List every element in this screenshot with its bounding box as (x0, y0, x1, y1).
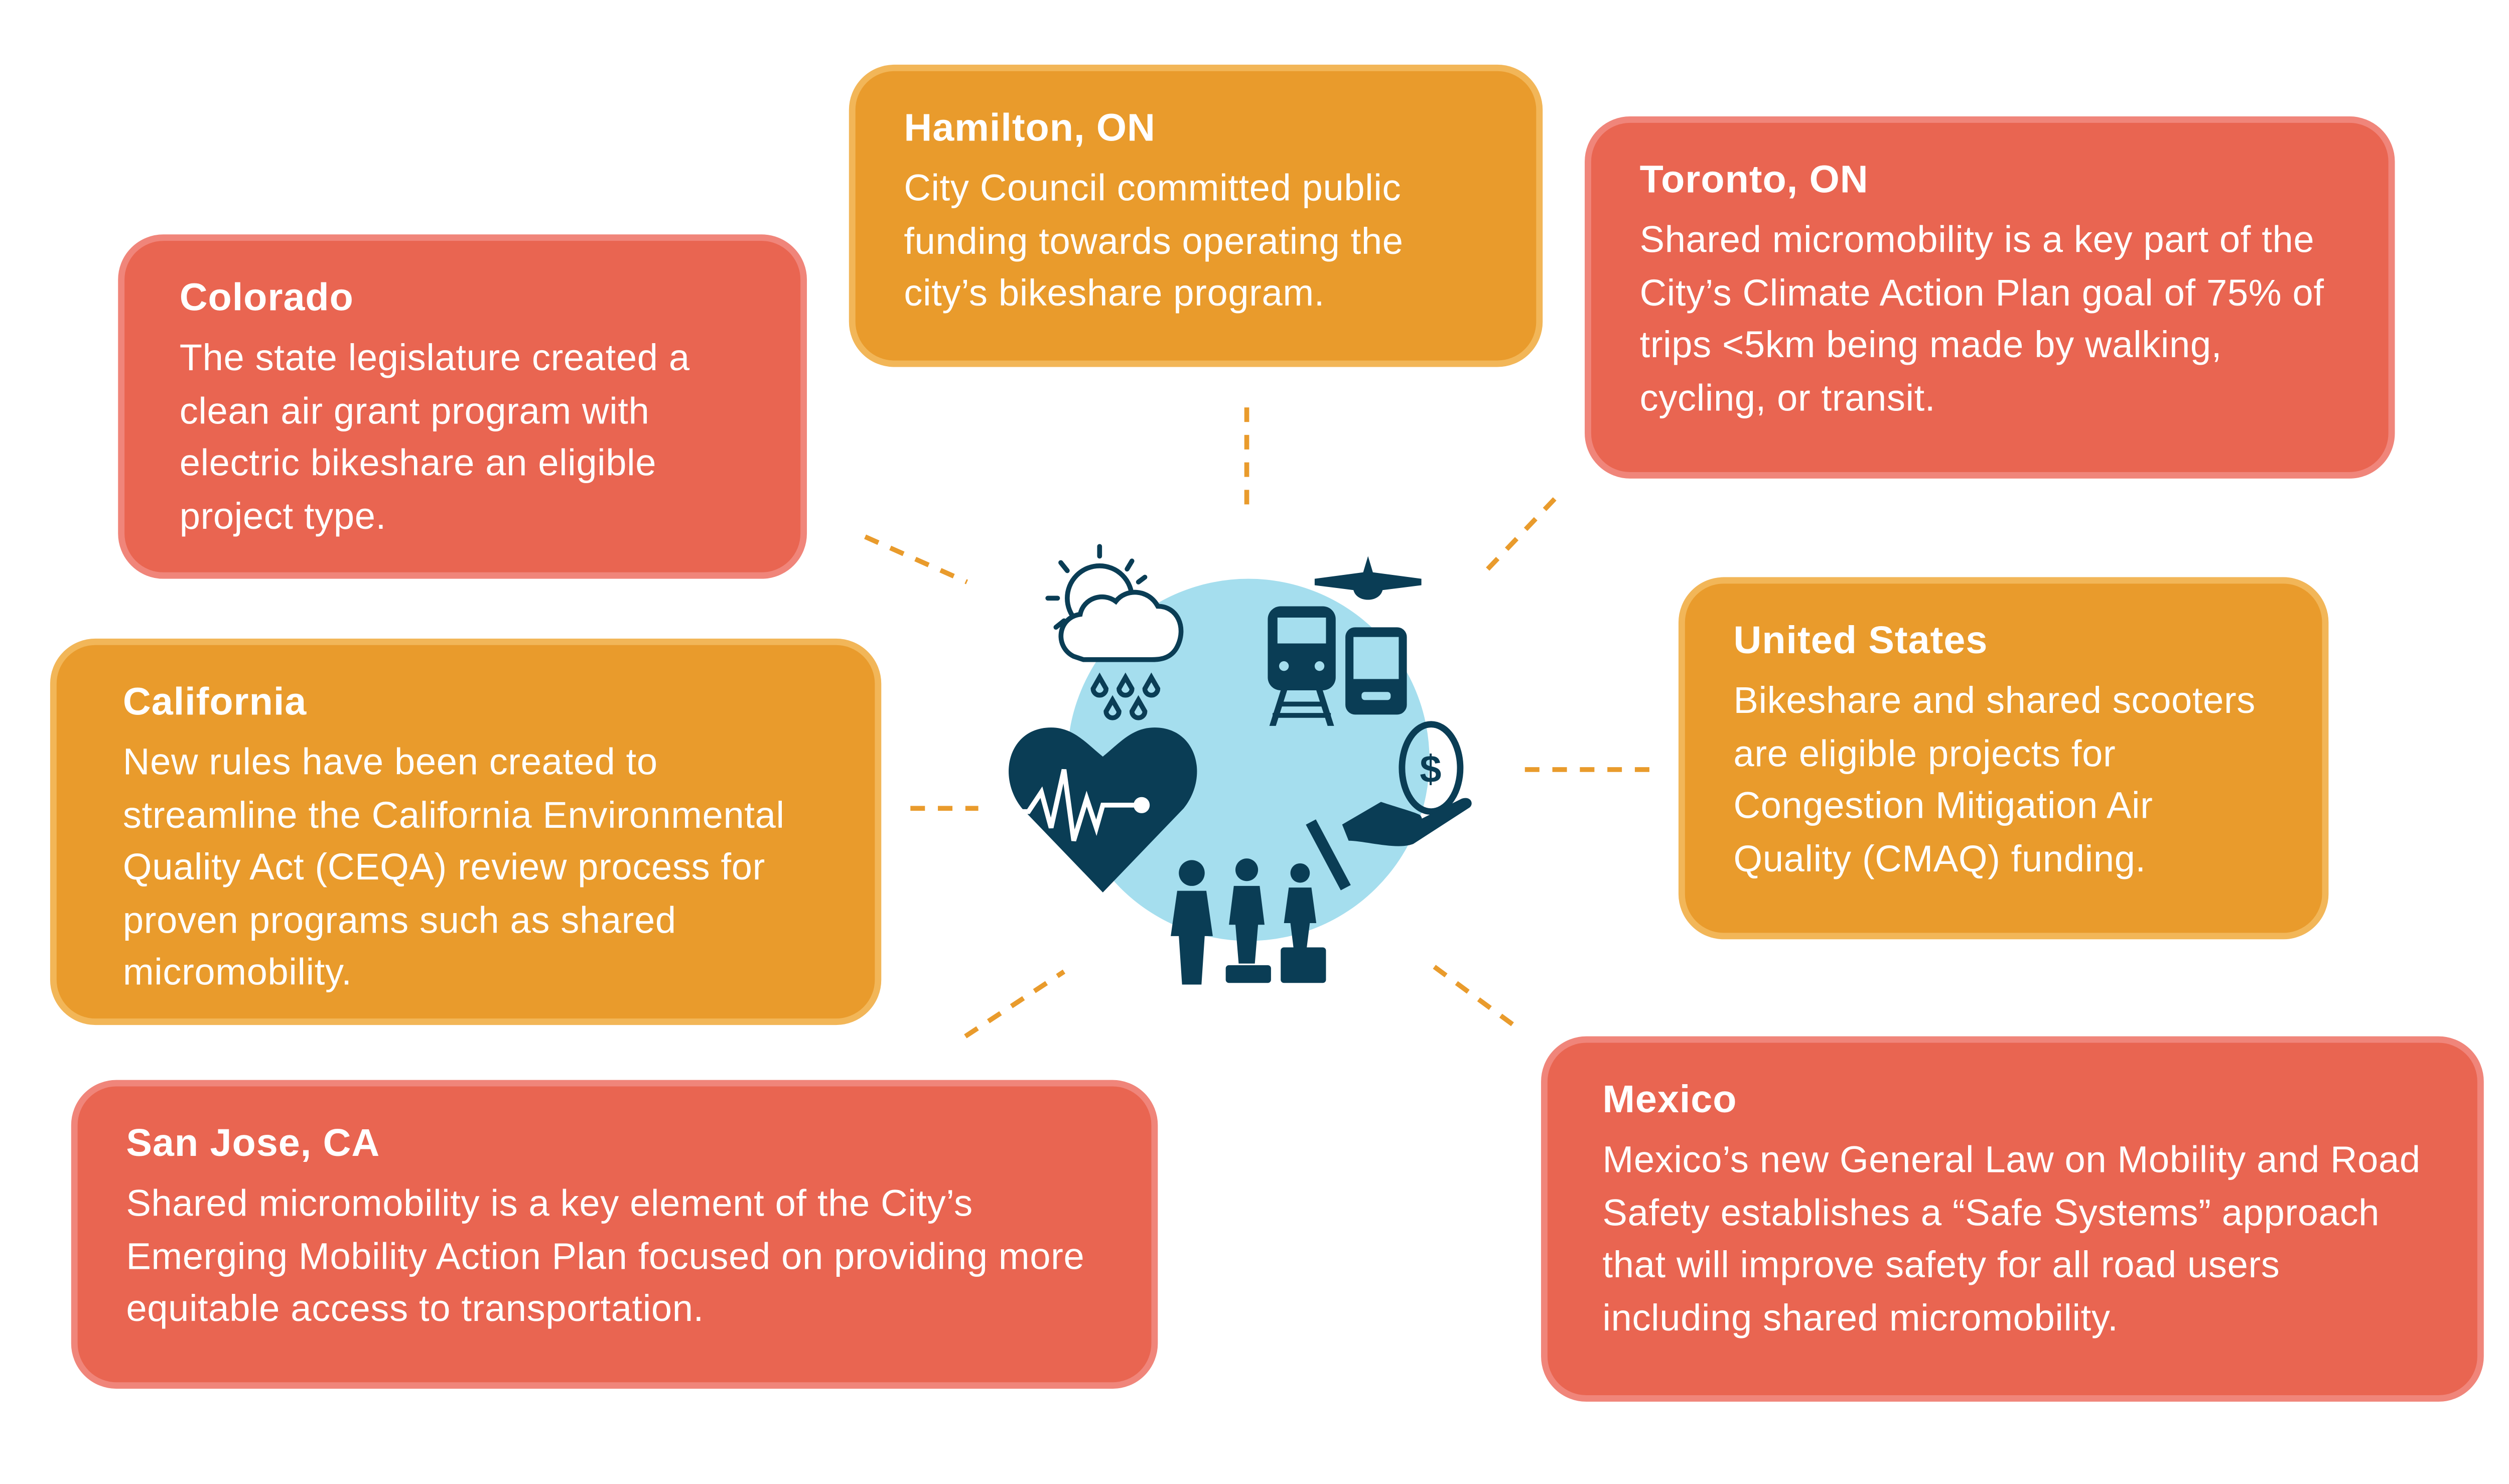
connector-san-jose (964, 969, 1066, 1038)
connector-colorado (864, 534, 968, 584)
card-title: United States (1733, 619, 1988, 663)
card-title: Hamilton, ON (904, 106, 1156, 151)
card-title: California (122, 680, 307, 724)
card-san-jose: San Jose, CA Shared micromobility is a k… (71, 1080, 1158, 1389)
card-body: City Council committed public funding to… (904, 166, 1404, 314)
card-body: Bikeshare and shared scooters are eligib… (1733, 679, 2256, 879)
card-body: Shared micromobility is a key element of… (126, 1181, 1085, 1329)
central-illustration: $ (1009, 544, 1472, 985)
svg-text:$: $ (1420, 748, 1441, 791)
card-california: California New rules have been created t… (50, 638, 882, 1025)
card-body: Shared micromobility is a key part of th… (1639, 218, 2324, 418)
sun-cloud-rain-icon (1045, 544, 1184, 720)
card-mexico: Mexico Mexico’s new General Law on Mobil… (1541, 1036, 2484, 1402)
card-body: The state legislature created a clean ai… (179, 336, 690, 536)
card-united-states: United States Bikeshare and shared scoot… (1678, 577, 2329, 940)
people-icon (1171, 858, 1326, 985)
connector-mexico (1433, 965, 1522, 1032)
card-hamilton: Hamilton, ON City Council committed publ… (849, 64, 1543, 367)
card-body: New rules have been created to streamlin… (122, 740, 785, 993)
card-colorado: Colorado The state legislature created a… (118, 234, 807, 579)
airplane-icon (1314, 556, 1422, 600)
heart-pulse-icon (1009, 727, 1197, 893)
card-title: San Jose, CA (126, 1122, 380, 1166)
train-icon (1268, 606, 1336, 726)
card-title: Colorado (179, 276, 354, 321)
card-title: Mexico (1602, 1078, 1737, 1122)
bus-icon (1345, 627, 1407, 715)
card-title: Toronto, ON (1639, 158, 1869, 202)
coin-hand-icon: $ (1306, 721, 1472, 891)
card-body: Mexico’s new General Law on Mobility and… (1602, 1138, 2421, 1338)
background-circle (1067, 578, 1430, 941)
card-toronto: Toronto, ON Shared micromobility is a ke… (1585, 116, 2395, 479)
